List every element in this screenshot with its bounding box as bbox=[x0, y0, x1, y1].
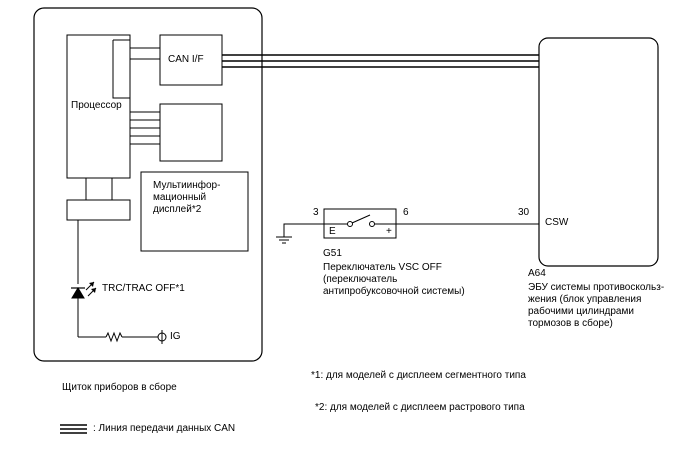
ecu-caption: ЭБУ системы противоскольз- жения (блок у… bbox=[528, 282, 665, 329]
can-if-box bbox=[159, 34, 223, 86]
legend-can-label: : Линия передачи данных CAN bbox=[93, 423, 236, 434]
can-if-label: CAN I/F bbox=[168, 54, 204, 65]
ecu-box bbox=[538, 37, 659, 267]
indicator-label: TRC/TRAC OFF*1 bbox=[102, 283, 185, 294]
driver-box bbox=[66, 199, 131, 221]
switch-pin-right: 6 bbox=[403, 207, 409, 218]
ecu-code: A64 bbox=[528, 268, 546, 279]
switch-term-right: + bbox=[386, 226, 392, 237]
ig-label: IG bbox=[170, 331, 181, 342]
processor-can-link-2 bbox=[112, 40, 130, 99]
switch-pin-left: 3 bbox=[313, 207, 319, 218]
combination-meter-outline bbox=[33, 7, 263, 362]
switch-lever bbox=[351, 214, 371, 224]
switch-term-left: E bbox=[329, 226, 336, 237]
processor-box bbox=[66, 34, 131, 179]
interface-module-box bbox=[159, 103, 223, 162]
switch-contact-left bbox=[347, 221, 353, 227]
ecu-terminal: CSW bbox=[545, 217, 569, 228]
led-indicator-icon bbox=[71, 287, 85, 299]
processor-label: Процессор bbox=[71, 100, 122, 111]
switch-code: G51 bbox=[323, 248, 342, 259]
combination-meter-caption: Щиток приборов в сборе bbox=[62, 382, 177, 393]
led-arrow-1-head bbox=[89, 282, 94, 287]
note-2: *2: для моделей с дисплеем растрового ти… bbox=[315, 402, 525, 413]
ecu-pin: 30 bbox=[518, 207, 530, 218]
multi-info-display-box bbox=[140, 171, 249, 252]
led-arrow-2-head bbox=[91, 288, 96, 293]
resistor-icon bbox=[105, 331, 123, 343]
processor-can-link-1 bbox=[113, 39, 131, 48]
ground-wire bbox=[283, 223, 324, 237]
note-1: *1: для моделей с дисплеем сегментного т… bbox=[311, 370, 526, 381]
switch-caption: Переключатель VSC OFF (переключатель ант… bbox=[323, 262, 465, 297]
switch-contact-right bbox=[369, 221, 375, 227]
display-label: Мультиинфор- мационный дисплей*2 bbox=[153, 180, 221, 215]
